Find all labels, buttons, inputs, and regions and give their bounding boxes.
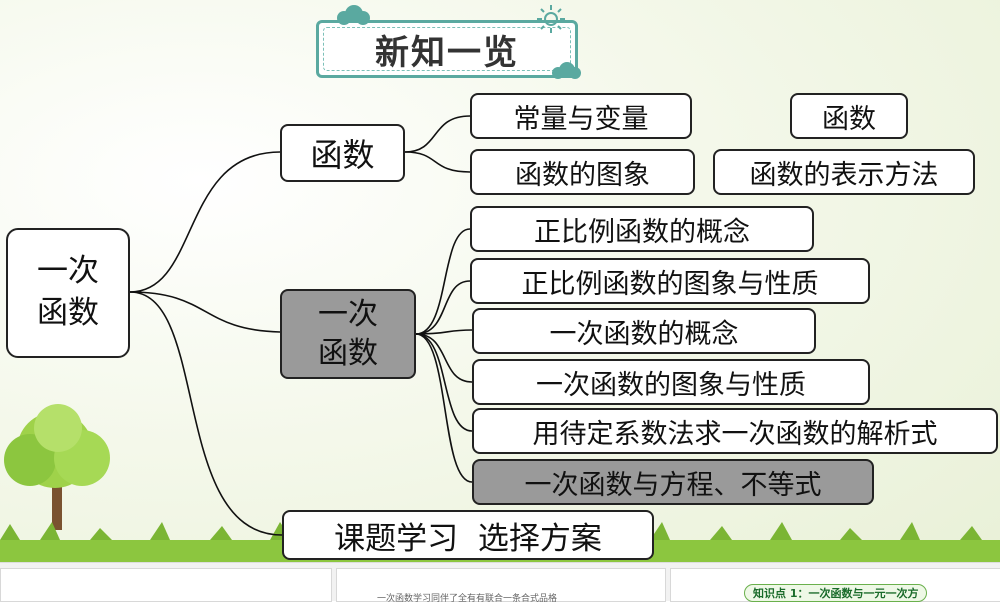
branch-function: 函数 xyxy=(280,124,405,182)
branch-project-label: 课题学习 选择方案 xyxy=(334,520,602,557)
thumbnail-caption: 一次函数学习同伴了全有有联合一条合式品格 xyxy=(377,594,558,604)
cloud-icon xyxy=(337,5,370,25)
node-constants-variables: 常量与变量 xyxy=(470,93,692,139)
tree-illustration xyxy=(4,404,110,530)
node-proportional-concept: 正比例函数的概念 xyxy=(470,206,814,252)
branch-function-label: 函数 xyxy=(310,136,375,174)
node-linear-concept: 一次函数的概念 xyxy=(472,308,816,354)
node-linear-equations-inequalities: 一次函数与方程、不等式 xyxy=(472,459,874,505)
sun-icon xyxy=(537,5,565,33)
node-undetermined-coefficients: 用待定系数法求一次函数的解析式 xyxy=(472,408,998,454)
thumbnail-1[interactable] xyxy=(0,568,332,602)
node-proportional-graph: 正比例函数的图象与性质 xyxy=(470,258,870,304)
page-title: 新知一览 xyxy=(375,32,519,73)
root-label: 一次 函数 xyxy=(37,253,99,331)
node-function-representation: 函数的表示方法 xyxy=(713,149,975,195)
branch-linear-function: 一次 函数 xyxy=(280,289,416,379)
thumbnail-tag: 知识点 1：一次函数与一元一次方 xyxy=(744,584,928,602)
thumbnail-2[interactable]: 一次函数学习同伴了全有有联合一条合式品格 xyxy=(336,568,666,604)
node-function-related: 函数 xyxy=(790,93,908,139)
root-node: 一次 函数 xyxy=(6,228,130,358)
cloud-icon xyxy=(552,62,581,79)
node-linear-graph: 一次函数的图象与性质 xyxy=(472,359,870,405)
branch-linear-label: 一次 函数 xyxy=(318,297,378,371)
branch-project-learning: 课题学习 选择方案 xyxy=(282,510,654,560)
node-function-graph: 函数的图象 xyxy=(470,149,695,195)
title-banner: 新知一览 xyxy=(316,20,578,78)
